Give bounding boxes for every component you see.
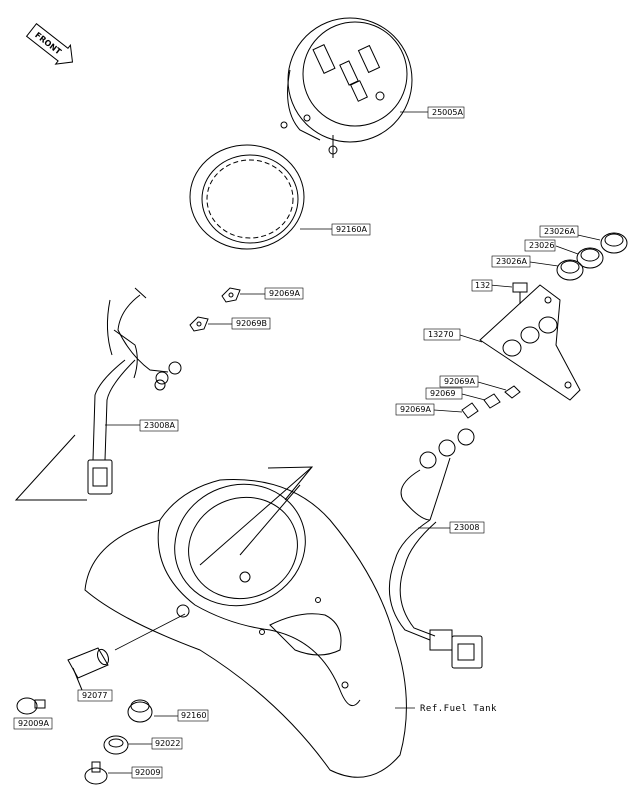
label-92160: 92160 bbox=[181, 711, 206, 720]
label-92069A-low: 92069A bbox=[400, 405, 431, 414]
washer-92022 bbox=[103, 735, 129, 755]
label-92069: 92069 bbox=[430, 389, 455, 398]
speedometer-assembly bbox=[280, 17, 413, 158]
wiring-harness-23008 bbox=[388, 428, 483, 669]
clip-92069A-low bbox=[461, 402, 479, 419]
label-13270: 13270 bbox=[428, 330, 453, 339]
speedometer-ring bbox=[189, 144, 305, 250]
screw-132 bbox=[512, 282, 528, 304]
label-132: 132 bbox=[475, 281, 490, 290]
label-23008A: 23008A bbox=[144, 421, 175, 430]
label-92009A: 92009A bbox=[18, 719, 49, 728]
label-23026A-bottom: 23026A bbox=[496, 257, 527, 266]
screw-92009A bbox=[16, 697, 46, 715]
label-92077: 92077 bbox=[82, 691, 107, 700]
ref-fuel-tank-label: Ref.Fuel Tank bbox=[420, 704, 497, 714]
label-92009: 92009 bbox=[135, 768, 160, 777]
clip-92069A-mid bbox=[504, 385, 521, 399]
clip-92069A-top bbox=[221, 287, 241, 303]
front-arrow: FRONT bbox=[25, 22, 74, 65]
indicator-lamp-23026A-top bbox=[600, 232, 628, 254]
label-25005A: 25005A bbox=[432, 108, 463, 117]
wiring-harness-23008A bbox=[87, 287, 182, 495]
meter-cover bbox=[84, 479, 407, 778]
screw-92009 bbox=[84, 761, 108, 785]
clip-92069 bbox=[483, 393, 501, 409]
label-23026: 23026 bbox=[529, 241, 554, 250]
indicator-lamp-23026 bbox=[576, 247, 604, 269]
label-92069A-top: 92069A bbox=[269, 289, 300, 298]
bracket-13270 bbox=[479, 284, 581, 401]
label-92022: 92022 bbox=[155, 739, 180, 748]
label-92069B: 92069B bbox=[236, 319, 267, 328]
label-23008: 23008 bbox=[454, 523, 479, 532]
indicator-lamp-23026A-bottom bbox=[556, 259, 584, 281]
label-23026A-top: 23026A bbox=[544, 227, 575, 236]
label-92160A: 92160A bbox=[336, 225, 367, 234]
label-92069A-mid: 92069A bbox=[444, 377, 475, 386]
clip-92069B bbox=[189, 316, 209, 332]
grommet-92160 bbox=[127, 699, 153, 723]
bulb-92077 bbox=[67, 647, 110, 691]
